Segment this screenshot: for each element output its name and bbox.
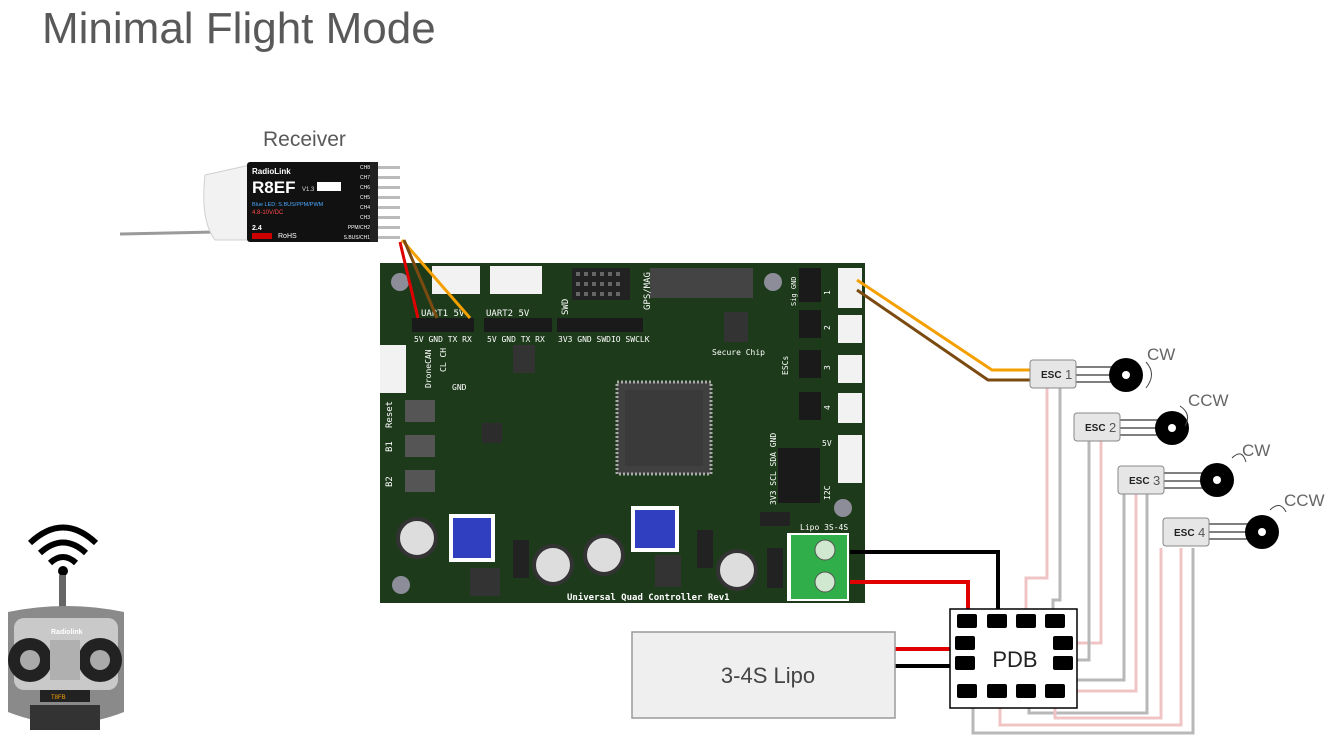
esc-pin-label: 4 <box>823 405 832 410</box>
uart2-pins: 5V GND TX RX <box>487 335 545 344</box>
i2c-label: I2C <box>823 485 832 500</box>
transmitter-model: T8FB <box>51 695 66 701</box>
pdb: PDB <box>949 608 1078 709</box>
dronecan-label: DroneCAN <box>424 349 433 388</box>
esc-number: 4 <box>1198 525 1205 540</box>
receiver-brand: RadioLink <box>252 167 291 176</box>
esc-4: ESC 4 CCW <box>1162 491 1325 549</box>
uart1-label: UART1 5V <box>421 309 465 319</box>
channel-label: CH6 <box>360 185 370 191</box>
receiver-model: R8EF <box>252 178 295 197</box>
esc-1: ESC 1 CW <box>1029 345 1175 392</box>
b1-label: B1 <box>385 441 395 452</box>
svg-text:2.4: 2.4 <box>252 225 262 232</box>
b2-label: B2 <box>385 476 395 487</box>
sig-gnd-label: Sig GND <box>790 276 798 306</box>
esc-number: 1 <box>1065 367 1072 382</box>
lipo-battery: 3-4S Lipo <box>631 631 896 719</box>
pdb-label: PDB <box>992 647 1037 672</box>
esc-number: 3 <box>1153 473 1160 488</box>
swd-pins: 3V3 GND SWDIO SWCLK <box>558 335 650 344</box>
receiver-label: Receiver <box>263 128 346 151</box>
receiver-channel-labels: CH8 CH7 CH6 CH5 CH4 CH3 PPM/CH2 S.BUS/CH… <box>344 165 371 241</box>
receiver-wires <box>398 239 472 319</box>
channel-label: CH5 <box>360 195 370 201</box>
gps-label: GPS/MAG <box>643 272 653 310</box>
lipo-input-label: Lipo 3S-4S <box>800 523 848 532</box>
lipo-label: 3-4S Lipo <box>721 663 815 688</box>
channel-label: CH3 <box>360 215 370 221</box>
esc-2: ESC 2 CCW <box>1073 391 1229 445</box>
esc-label: ESC <box>1174 528 1195 539</box>
uart1-pins: 5V GND TX RX <box>414 335 472 344</box>
receiver-version: V1.3 <box>302 187 315 193</box>
esc-pin-label: 1 <box>823 290 832 295</box>
receiver-voltage: 4.8-10V/DC <box>252 210 284 216</box>
receiver-modes: Blue LED: S.BUS/PPM/PWM <box>252 202 324 208</box>
esc-3: ESC 3 CW <box>1117 441 1270 497</box>
channel-label: PPM/CH2 <box>348 225 370 231</box>
transmitter: Radiolink T8FB <box>8 575 124 730</box>
escs-label: ESCs <box>781 356 790 375</box>
svg-text:RoHS: RoHS <box>278 233 297 240</box>
motor-direction: CCW <box>1284 491 1325 510</box>
board-name: Universal Quad Controller Rev1 <box>567 592 730 603</box>
motor-direction: CCW <box>1188 391 1229 410</box>
channel-label: CH7 <box>360 175 370 181</box>
channel-label: CH8 <box>360 165 370 171</box>
esc-number: 2 <box>1109 420 1116 435</box>
esc-pin-label: 2 <box>823 325 832 330</box>
secure-chip-label: Secure Chip <box>712 348 765 357</box>
page-title: Minimal Flight Mode <box>42 4 436 53</box>
5v-label: 5V <box>822 439 832 448</box>
esc-power-wires <box>971 388 1195 735</box>
swd-label: SWD <box>561 299 571 315</box>
channel-label: S.BUS/CH1 <box>344 235 371 241</box>
motor-direction: CW <box>1242 441 1270 460</box>
esc-signal-wires <box>856 278 1036 382</box>
reset-label: Reset <box>385 401 395 428</box>
esc-label: ESC <box>1041 370 1062 381</box>
esc-label: ESC <box>1085 423 1106 434</box>
i2c-pins-label: 3V3 SCL SDA GND <box>769 433 778 505</box>
esc-pin-label: 3 <box>823 365 832 370</box>
transmitter-brand: Radiolink <box>51 629 83 636</box>
motor-direction: CW <box>1147 345 1175 364</box>
receiver: RadioLink R8EF V1.3 Blue LED: S.BUS/PPM/… <box>119 162 400 242</box>
gnd-label: GND <box>452 383 467 392</box>
esc-label: ESC <box>1129 476 1150 487</box>
uart2-label: UART2 5V <box>486 309 530 319</box>
controller-board: UART1 5V 5V GND TX RX UART2 5V 5V GND TX… <box>380 263 865 603</box>
power-wires <box>850 550 1000 668</box>
channel-label: CH4 <box>360 205 370 211</box>
wifi-icon <box>27 524 99 576</box>
can-pins-label: CL CH <box>439 348 448 372</box>
